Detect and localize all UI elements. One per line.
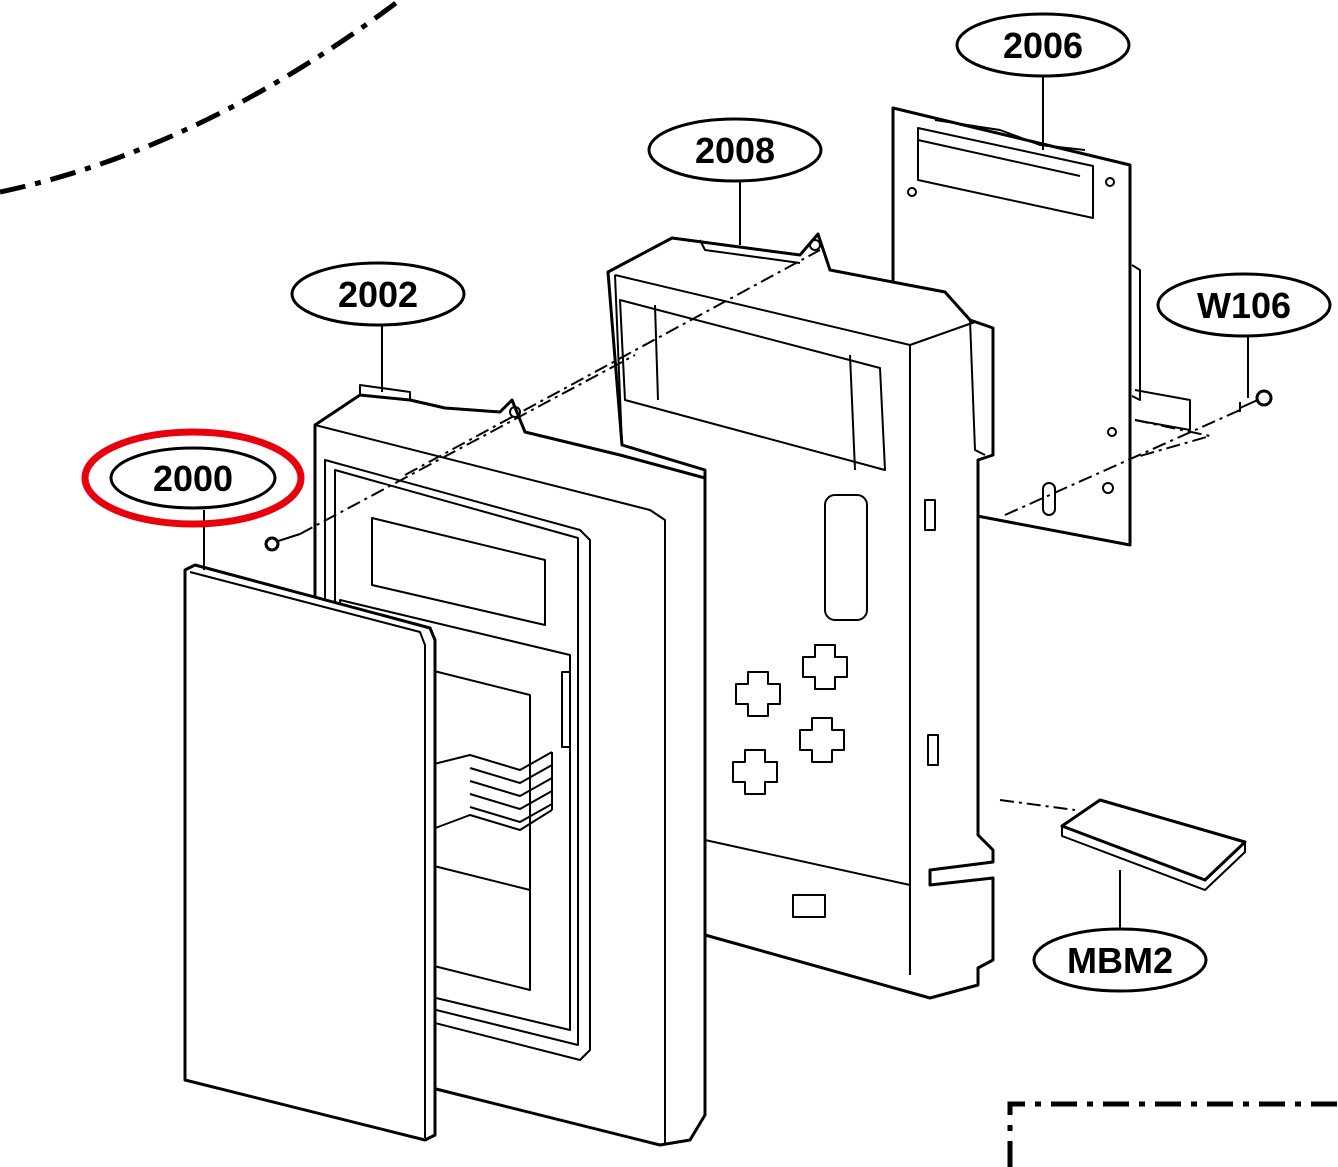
- callout-2006-label: 2006: [1003, 25, 1083, 66]
- callout-w106-label: W106: [1197, 285, 1291, 326]
- part-mbm2-membrane: [1060, 798, 1247, 891]
- part-2000-cover: [183, 563, 437, 1142]
- callout-2000-label: 2000: [153, 458, 233, 499]
- callout-w106[interactable]: W106: [1156, 272, 1332, 338]
- callout-2006[interactable]: 2006: [955, 12, 1131, 78]
- callout-mbm2-label: MBM2: [1067, 940, 1173, 981]
- callout-2002-label: 2002: [338, 274, 418, 315]
- assembly-line-3: [1004, 409, 1241, 516]
- part-2008-bracket: [606, 232, 995, 1000]
- front-screw: [264, 533, 301, 552]
- assembly-line-4: [999, 799, 1076, 811]
- assembly-line-5: [1134, 419, 1211, 457]
- phantom-outline-bottom: [1007, 1101, 1338, 1167]
- callout-2002[interactable]: 2002: [290, 261, 466, 327]
- callout-2008-label: 2008: [695, 130, 775, 171]
- callout-2008[interactable]: 2008: [647, 117, 823, 183]
- callout-2000[interactable]: 2000: [81, 428, 305, 528]
- assembly-line-1: [299, 354, 636, 535]
- highlight-circle: [81, 428, 305, 528]
- phantom-outline-top: [0, 0, 402, 195]
- callout-mbm2[interactable]: MBM2: [1032, 927, 1208, 993]
- assembly-line-2: [404, 249, 821, 476]
- part-w106-screw: [1239, 389, 1273, 412]
